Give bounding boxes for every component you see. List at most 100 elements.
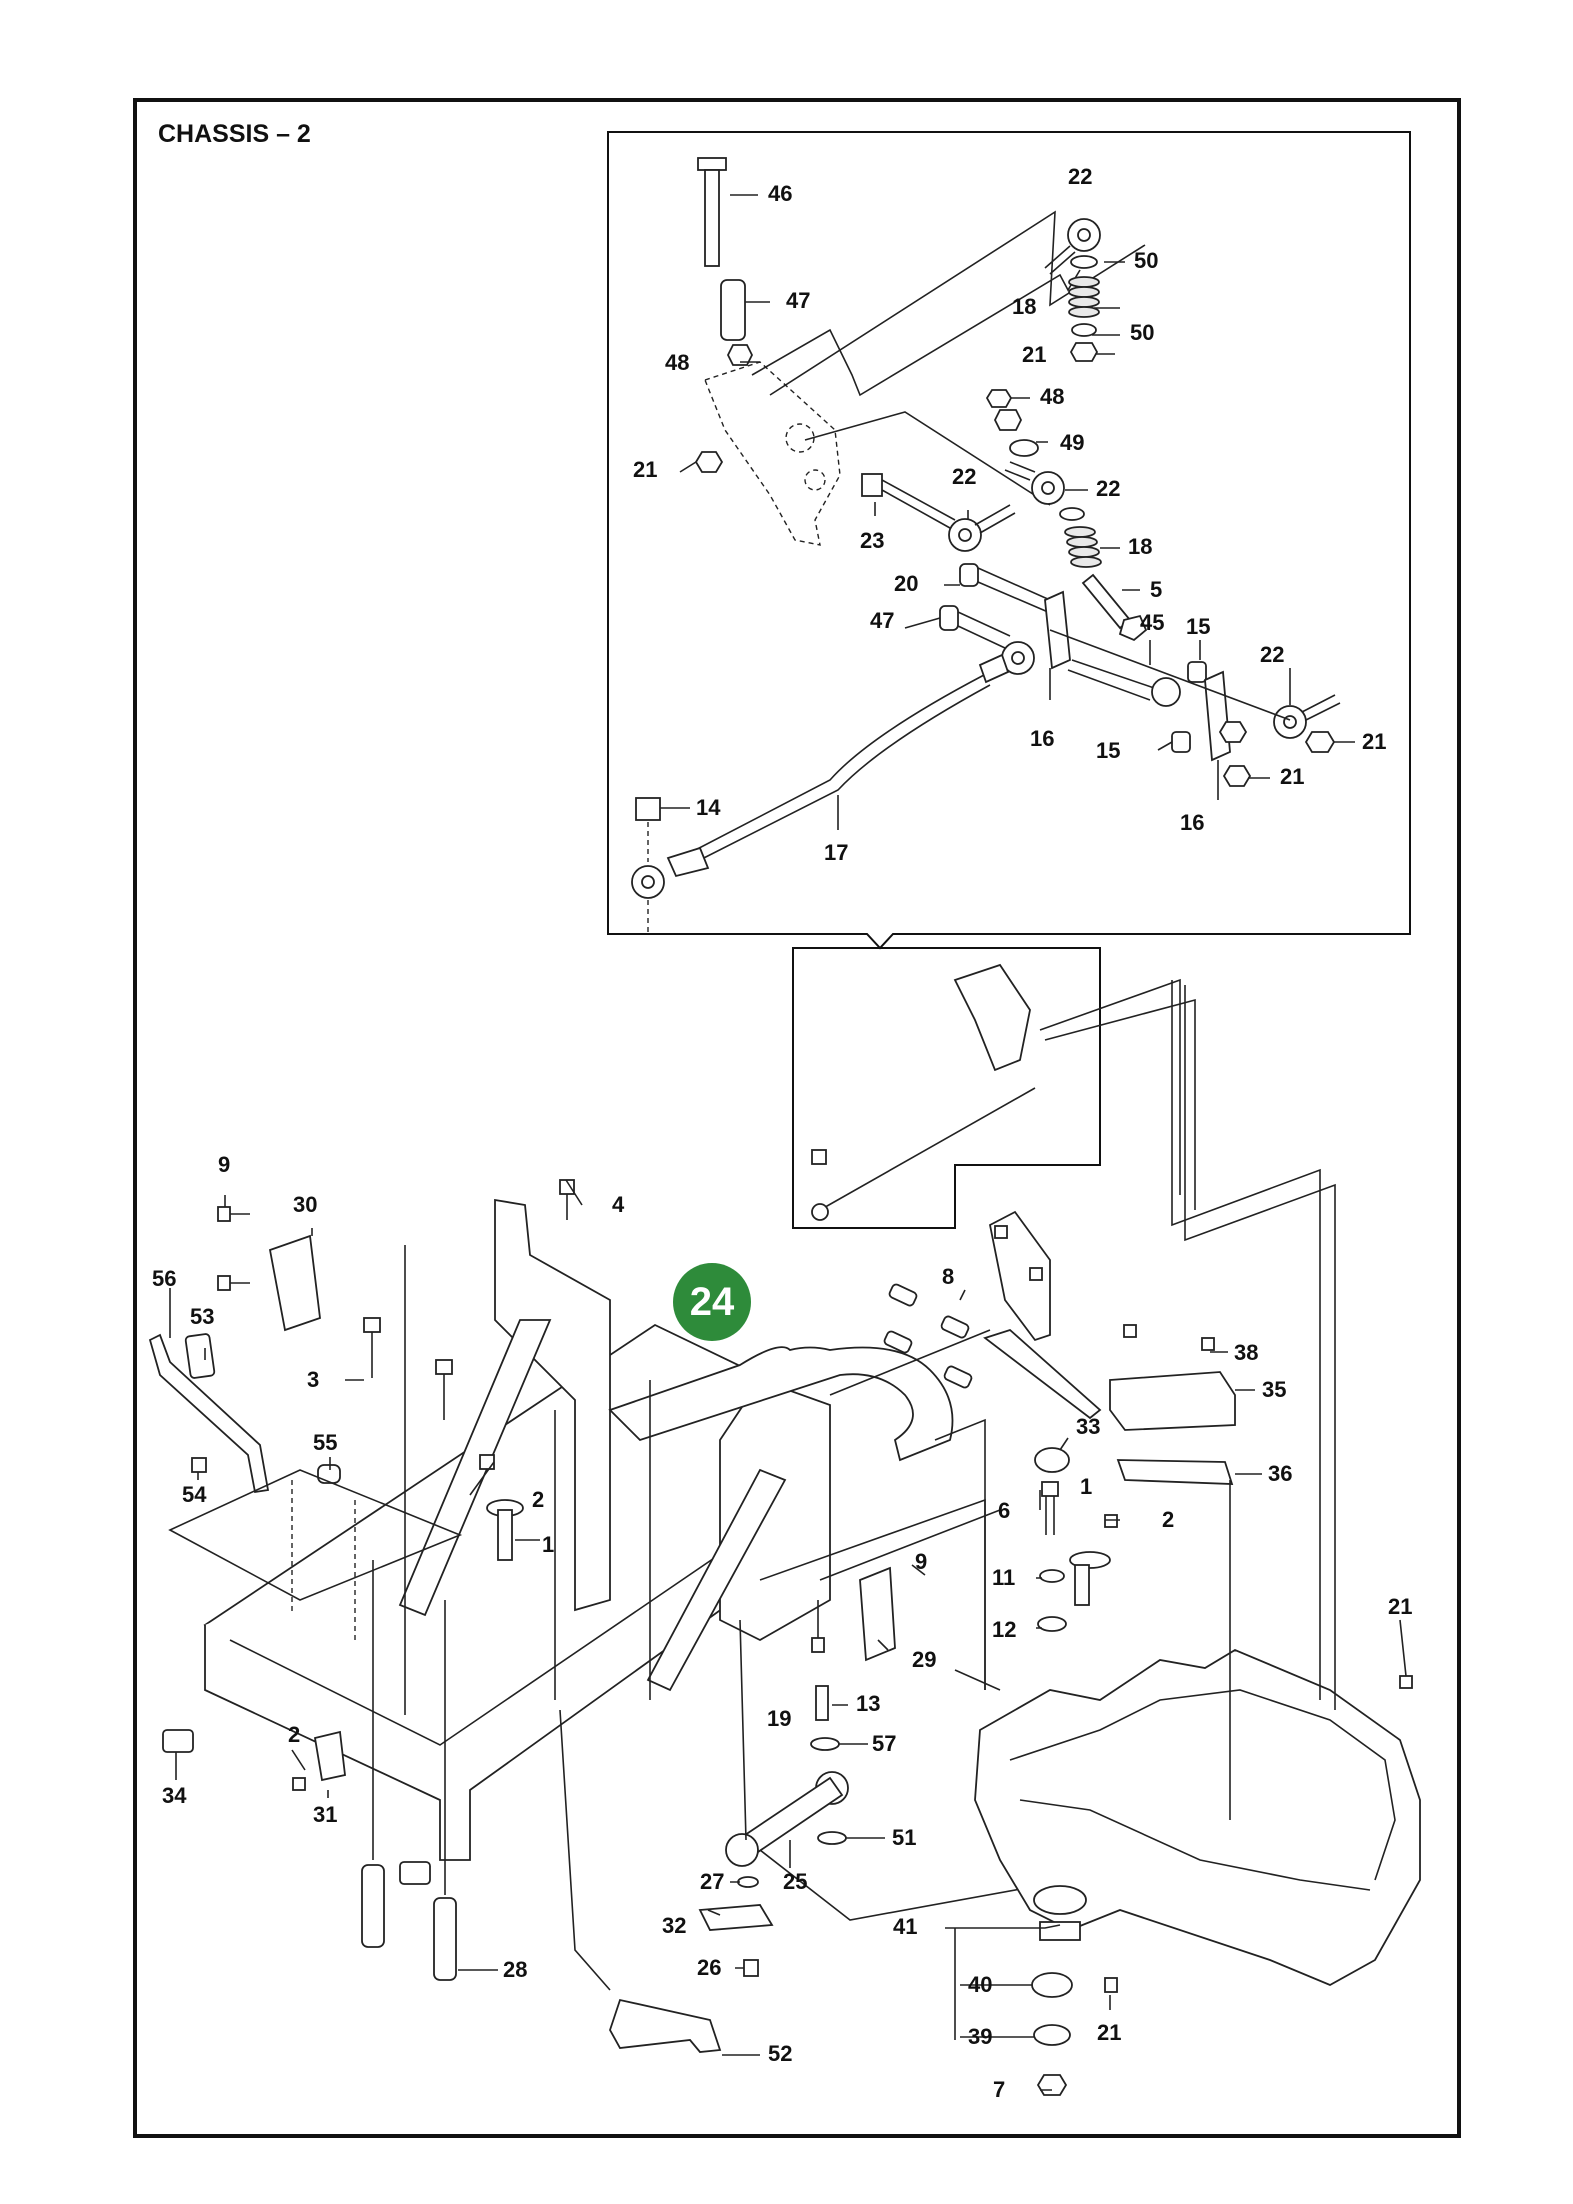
nut-21-low xyxy=(1222,765,1252,787)
chassis-column-right xyxy=(719,1378,831,1642)
callout-40: 40 xyxy=(968,1972,992,1997)
locator-contents xyxy=(811,963,1196,1221)
pan-pivot xyxy=(1033,1885,1087,1915)
bolt-2-top xyxy=(479,1454,495,1470)
link-rod-17-end xyxy=(666,846,710,878)
callout-2: 2 xyxy=(1162,1507,1174,1532)
rod-end-22-top-hole xyxy=(1077,228,1091,242)
callout-39: 39 xyxy=(968,2024,992,2049)
pin-20-shank xyxy=(977,567,1051,613)
nut-48-right xyxy=(985,389,1013,408)
ring-39 xyxy=(1033,2024,1071,2046)
rod-end-22-link-hole xyxy=(1011,651,1025,665)
callout-7: 7 xyxy=(993,2077,1005,2102)
nut-48-right-2 xyxy=(993,409,1023,431)
callout-20: 20 xyxy=(894,571,918,596)
callout-29: 29 xyxy=(912,1647,936,1672)
callout-5: 5 xyxy=(1150,577,1162,602)
spring-18-top xyxy=(1068,276,1100,318)
bolt-3b-head xyxy=(435,1359,453,1375)
washer-51 xyxy=(817,1831,847,1845)
tube-28-right xyxy=(433,1897,457,1981)
bolt-9-head-2 xyxy=(217,1275,231,1291)
callout-4: 4 xyxy=(612,1192,625,1217)
bolt-47-lower-head xyxy=(939,605,959,631)
diagram-title: CHASSIS – 2 xyxy=(158,120,311,148)
tube-28-left xyxy=(361,1864,385,1948)
brace-left xyxy=(398,1319,552,1617)
pin-47 xyxy=(720,279,746,341)
leader-line-3 xyxy=(804,411,1051,506)
callout-27: 27 xyxy=(700,1869,724,1894)
bolt-8-top-2 xyxy=(1029,1267,1043,1281)
spacer-53 xyxy=(184,1333,216,1379)
callout-51: 51 xyxy=(892,1825,916,1850)
rod-end-45 xyxy=(1151,677,1181,707)
bolt-2-bottom xyxy=(292,1777,306,1791)
callout-33: 33 xyxy=(1076,1414,1100,1439)
washer-12 xyxy=(1037,1616,1067,1632)
bolt-47-lower-shank xyxy=(957,611,1011,649)
callout-26: 26 xyxy=(697,1955,721,1980)
washer-11 xyxy=(1039,1569,1065,1583)
bearing-40 xyxy=(1031,1972,1073,1998)
plate-32 xyxy=(698,1904,774,1931)
callout-2: 2 xyxy=(288,1722,300,1747)
main-chassis xyxy=(148,980,1421,2096)
pin-1-left xyxy=(497,1509,513,1561)
diagram-frame xyxy=(133,98,1461,2138)
callout-31: 31 xyxy=(313,1802,337,1827)
callout-46: 46 xyxy=(768,181,792,206)
callout-54: 54 xyxy=(182,1482,207,1507)
callout-53: 53 xyxy=(190,1304,214,1329)
spacer-15-upper xyxy=(1187,661,1207,683)
locator-nut xyxy=(811,1149,827,1165)
callout-9: 9 xyxy=(218,1152,230,1177)
callout-55: 55 xyxy=(313,1430,337,1455)
callout-labels: 46 47 48 21 22 50 18 50 21 48 49 22 22 2… xyxy=(152,164,1412,2102)
leader-29 xyxy=(954,1669,1001,1691)
locator-rod-end xyxy=(811,1203,829,1221)
bracket-31 xyxy=(313,1730,346,1782)
detail-leaders xyxy=(660,194,1355,830)
ghost-bracket-hole-2 xyxy=(804,469,826,491)
callout-12: 12 xyxy=(992,1617,1016,1642)
bracket-52-leader xyxy=(559,1709,611,1991)
spacer-8b xyxy=(883,1330,913,1354)
nut-21-top xyxy=(1069,342,1099,362)
callout-22: 22 xyxy=(1096,476,1120,501)
bolt-6-shank xyxy=(1045,1496,1055,1535)
callout-14: 14 xyxy=(696,795,721,820)
bolt-26 xyxy=(743,1959,759,1977)
callout-21: 21 xyxy=(633,457,657,482)
washer-57 xyxy=(810,1737,840,1751)
bolt-46-head xyxy=(697,157,727,171)
leader-zigzag-1 xyxy=(769,210,1146,396)
spacer-8c xyxy=(940,1315,970,1339)
bolt-6-head xyxy=(1041,1481,1059,1497)
bracket-52 xyxy=(609,1998,722,2053)
bolt-38-left xyxy=(1123,1324,1137,1338)
callout-28: 28 xyxy=(503,1957,527,1982)
plate-8-lower xyxy=(983,1328,1102,1420)
handle-bar-24 xyxy=(608,1346,954,1462)
bolt-7 xyxy=(1036,2074,1068,2096)
leader-left-box xyxy=(168,1469,463,1601)
callout-1: 1 xyxy=(1080,1474,1092,1499)
reference-badge: 24 xyxy=(673,1263,751,1341)
chassis-pan-inner xyxy=(1009,1689,1396,1891)
callout-18: 18 xyxy=(1012,294,1036,319)
bolt-19 xyxy=(815,1685,829,1721)
locator-inset-border xyxy=(792,947,1101,1229)
leader-center-pan xyxy=(759,1498,1001,1690)
leader-36-pan xyxy=(934,1418,986,1690)
plate-16-lower xyxy=(1204,670,1231,762)
callout-52: 52 xyxy=(768,2041,792,2066)
callout-11: 11 xyxy=(992,1565,1015,1590)
callout-15: 15 xyxy=(1186,614,1210,639)
callout-38: 38 xyxy=(1234,1340,1258,1365)
stud-5-nut xyxy=(1118,614,1148,642)
callout-15: 15 xyxy=(1096,738,1120,763)
callout-25: 25 xyxy=(783,1869,807,1894)
leader-cluster xyxy=(1049,629,1291,721)
